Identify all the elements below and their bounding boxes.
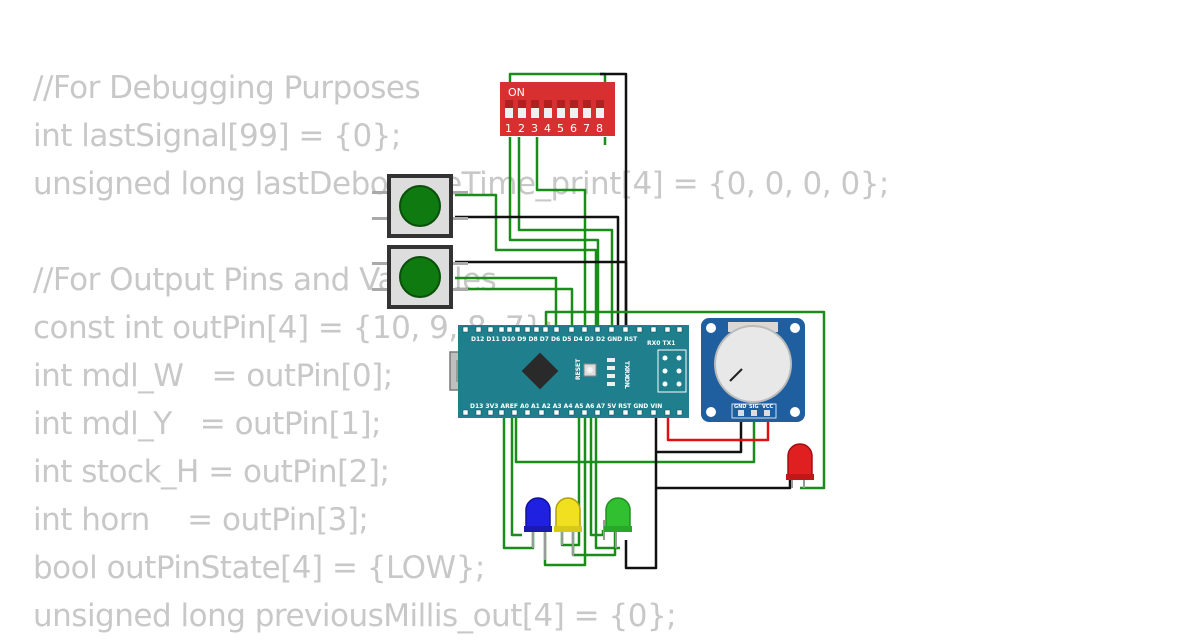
dip-switch[interactable]: ON 1 2 3 4 5 6 7 8: [500, 82, 615, 136]
status-leds: [607, 358, 615, 386]
push-button-1[interactable]: [372, 174, 468, 238]
push-button-2[interactable]: [372, 245, 468, 309]
code-line: int horn = outPin[3];: [33, 502, 369, 538]
dip-number: 7: [583, 122, 590, 135]
wire-green: [517, 137, 614, 330]
header-pins-top: [462, 326, 683, 333]
dip-toggle[interactable]: [544, 100, 552, 118]
dip-number: 4: [544, 122, 551, 135]
led-green: [603, 497, 632, 548]
led-blue: [524, 497, 552, 560]
dip-number: 5: [557, 122, 564, 135]
code-line: //For Debugging Purposes: [33, 70, 421, 106]
button-cap[interactable]: [399, 256, 441, 298]
pot-pin-sig: SIG: [749, 404, 759, 410]
wire-green: [455, 276, 558, 330]
wire-black: [656, 478, 792, 490]
wire-black: [656, 412, 743, 454]
wire-green: [514, 405, 756, 464]
pot-indicator: [729, 368, 743, 382]
arduino-nano: D12 D11 D10 D9 D8 D7 D6 D5 D4 D3 D2 GND …: [449, 325, 689, 418]
dip-toggle[interactable]: [570, 100, 578, 118]
dip-on-label: ON: [508, 86, 525, 99]
header-pins-bottom: [462, 409, 683, 416]
dip-toggle[interactable]: [596, 100, 604, 118]
wire-green: [455, 193, 620, 550]
dip-number: 2: [518, 122, 525, 135]
wire-green: [455, 287, 574, 330]
wire-black: [624, 408, 658, 570]
dip-toggle[interactable]: [557, 100, 565, 118]
code-listing: //For Debugging Purposes int lastSignal[…: [33, 64, 889, 640]
wire-black: [600, 72, 628, 330]
top-pin-labels: D12 D11 D10 D9 D8 D7 D6 D5 D4 D3 D2 GND …: [471, 336, 638, 343]
serial-pin-labels: RX0 TX1: [647, 340, 675, 347]
button-cap[interactable]: [399, 185, 441, 227]
pot-pin-gnd: GND: [734, 404, 746, 410]
wire-black: [455, 215, 620, 330]
dip-number: 6: [570, 122, 577, 135]
code-line: int lastSignal[99] = {0};: [33, 118, 401, 154]
microcontroller-chip: [521, 352, 559, 390]
potentiometer[interactable]: GND SIG VCC: [701, 318, 805, 422]
dip-toggle[interactable]: [518, 100, 526, 118]
pot-knob[interactable]: [714, 325, 792, 403]
led-label-tx: TX: [623, 361, 630, 370]
reset-label: RESET: [575, 358, 582, 380]
dip-number: 1: [505, 122, 512, 135]
code-line: unsigned long previousMillis_out[4] = {0…: [33, 598, 677, 634]
code-line: int mdl_Y = outPin[1];: [33, 406, 381, 442]
arduino-board: [458, 325, 689, 418]
led-red: [786, 443, 814, 488]
code-line: int stock_H = outPin[2];: [33, 454, 390, 490]
led-label-l: L: [623, 385, 630, 389]
led-yellow: [554, 497, 582, 556]
bottom-pin-labels: D13 3V3 AREF A0 A1 A2 A3 A4 A5 A6 A7 5V …: [470, 403, 662, 410]
dip-toggle[interactable]: [505, 100, 513, 118]
wire-green: [544, 310, 826, 490]
icsp-header: [657, 349, 687, 393]
led-label-on: ON: [623, 377, 630, 387]
wire-green: [508, 137, 600, 330]
led-label-rx: RX: [623, 369, 630, 379]
dip-toggles[interactable]: [505, 100, 604, 118]
pot-pin-vcc: VCC: [762, 404, 774, 410]
dip-toggle[interactable]: [583, 100, 591, 118]
dip-number: 3: [531, 122, 538, 135]
dip-number: 8: [596, 122, 603, 135]
dip-toggle[interactable]: [531, 100, 539, 118]
code-line: int mdl_W = outPin[0];: [33, 358, 393, 394]
code-line: bool outPinState[4] = {LOW};: [33, 550, 485, 586]
wires: [455, 72, 826, 570]
wire-black: [455, 260, 628, 330]
wire-green: [508, 72, 607, 85]
wire-green: [535, 137, 587, 330]
wire-red: [666, 408, 770, 442]
